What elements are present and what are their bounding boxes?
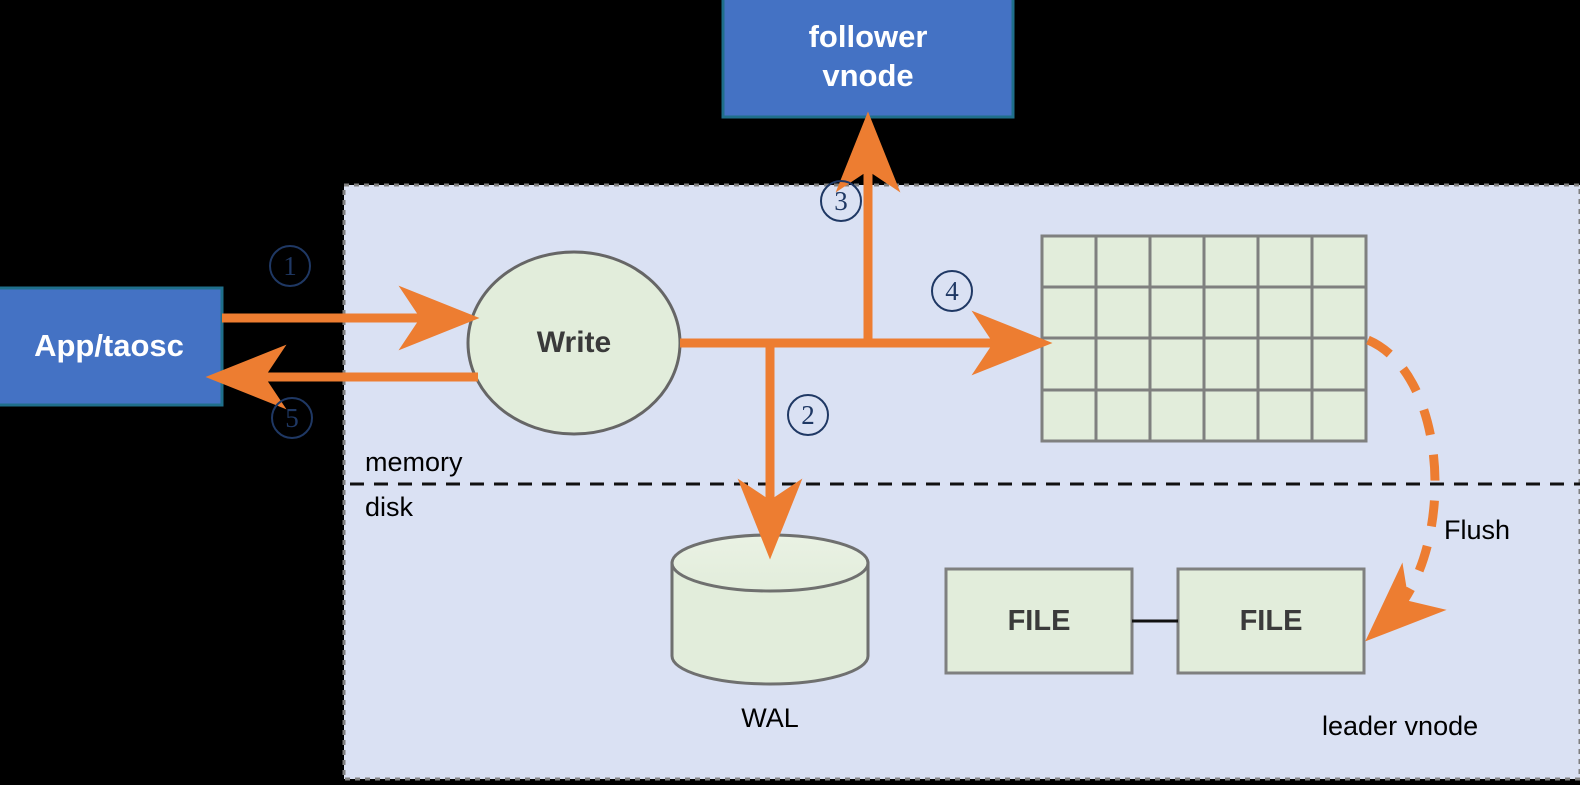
memtable-grid bbox=[1040, 234, 1368, 443]
step-badge-2: 2 bbox=[787, 394, 829, 436]
step-badge-2-text: 2 bbox=[801, 399, 815, 430]
file-box-left[interactable] bbox=[944, 567, 1134, 675]
step-badge-5: 5 bbox=[271, 397, 313, 439]
app-taosc-box[interactable] bbox=[0, 286, 224, 407]
step-badge-1-text: 1 bbox=[283, 250, 297, 281]
step-badge-5-text: 5 bbox=[285, 402, 299, 433]
step-badge-3: 3 bbox=[820, 180, 862, 222]
step-badge-3-text: 3 bbox=[834, 185, 848, 216]
step-badge-4-text: 4 bbox=[945, 275, 959, 306]
step-badge-1: 1 bbox=[269, 245, 311, 287]
edge-flush bbox=[1365, 335, 1447, 642]
write-node-circle[interactable] bbox=[466, 250, 682, 436]
follower-vnode-box[interactable] bbox=[721, 0, 1015, 119]
wal-cylinder[interactable] bbox=[670, 533, 870, 686]
step-badge-4: 4 bbox=[931, 270, 973, 312]
file-box-right[interactable] bbox=[1176, 567, 1366, 675]
